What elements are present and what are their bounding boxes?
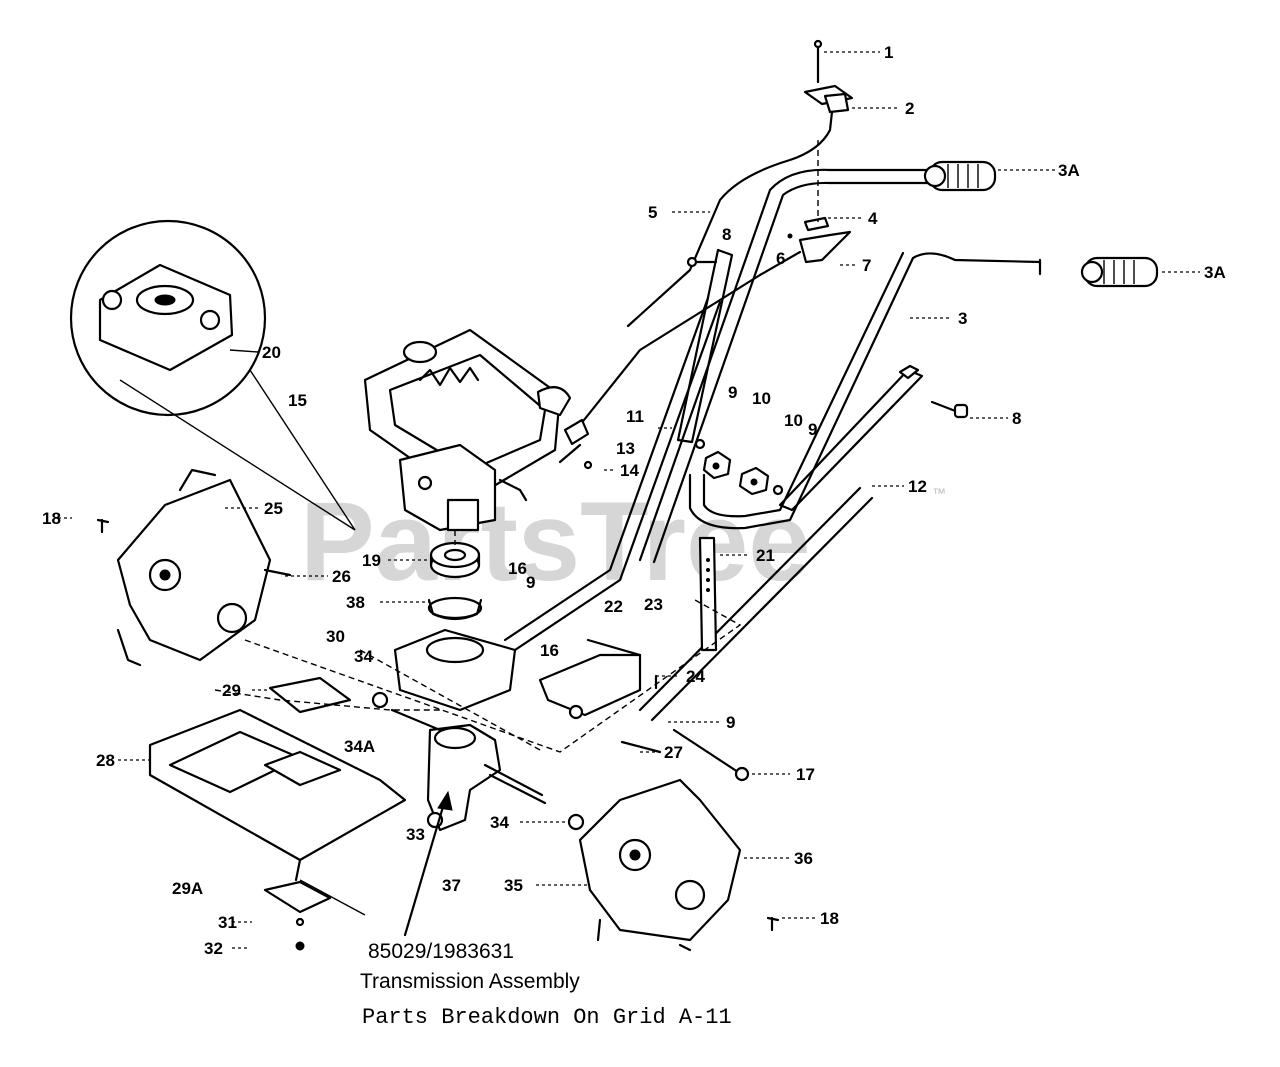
watermark-trademark: ™ (932, 485, 946, 501)
clamp-8 (686, 256, 718, 268)
engine (363, 328, 572, 532)
grip-3a-top (923, 160, 997, 192)
label-33: 33 (406, 825, 425, 844)
label-16-a: 16 (508, 559, 527, 578)
label-13: 13 (616, 439, 635, 458)
choke-parts-13-14 (558, 418, 593, 470)
clip-4-lever-7 (578, 140, 852, 427)
clutch-19 (429, 541, 481, 579)
label-3a-top: 3A (1058, 161, 1080, 180)
label-15: 15 (288, 391, 307, 410)
leader-lines (58, 51, 1200, 949)
label-9-c: 9 (526, 573, 535, 592)
label-18-right: 18 (820, 909, 839, 928)
label-7: 7 (862, 256, 871, 275)
label-11: 11 (626, 407, 644, 426)
label-26: 26 (332, 567, 351, 586)
label-9-a: 9 (728, 383, 737, 402)
parts-breakdown-note: Parts Breakdown On Grid A-11 (362, 1005, 732, 1030)
watermark: PartsTree (300, 479, 811, 604)
bolt-8-right (930, 400, 969, 419)
label-27: 27 (664, 743, 683, 762)
label-34-a: 34 (354, 647, 373, 666)
label-2: 2 (905, 99, 914, 118)
bracket-29a (263, 879, 366, 916)
label-25: 25 (264, 499, 283, 518)
label-9-b: 9 (808, 420, 817, 439)
label-34a: 34A (344, 737, 375, 756)
label-6: 6 (776, 249, 785, 268)
bolt-31-32 (295, 917, 305, 951)
label-12: 12 (908, 477, 927, 496)
label-24: 24 (686, 667, 705, 686)
label-36: 36 (794, 849, 813, 868)
label-20: 20 (262, 343, 281, 362)
label-34-b: 34 (490, 813, 509, 832)
bracket-2 (626, 84, 854, 328)
dashed-alignment (214, 530, 742, 753)
pin-18 (96, 518, 780, 932)
label-37: 37 (442, 876, 461, 895)
grip-3a-bottom (1080, 256, 1159, 288)
label-31: 31 (218, 913, 237, 932)
label-5: 5 (648, 203, 657, 222)
label-32: 32 (204, 939, 223, 958)
cup-38 (427, 596, 483, 621)
transmission-title: Transmission Assembly (360, 970, 580, 993)
tine-35-right (578, 778, 742, 952)
label-10-b: 10 (784, 411, 803, 430)
transmission-housing (390, 628, 547, 832)
knob-10-b (738, 466, 784, 496)
knob-10-a (694, 438, 732, 480)
label-3: 3 (958, 309, 967, 328)
label-21: 21 (756, 546, 775, 565)
label-16-b: 16 (540, 641, 559, 660)
label-10-a: 10 (752, 389, 771, 408)
transmission-part-number: 85029/1983631 (368, 940, 514, 963)
label-28: 28 (96, 751, 115, 770)
bolt-17-27 (620, 728, 750, 782)
label-3a-bottom: 3A (1204, 263, 1226, 282)
shield-28 (148, 708, 407, 882)
label-38: 38 (346, 593, 365, 612)
label-23: 23 (644, 595, 663, 614)
label-1: 1 (884, 43, 893, 62)
clutch-detail-circle-20 (69, 219, 356, 531)
depth-stake-21 (698, 536, 718, 652)
label-29: 29 (222, 681, 241, 700)
washer-34 (371, 691, 585, 831)
handle-brace-strips (676, 248, 924, 512)
label-35: 35 (504, 876, 523, 895)
tine-25-left (116, 468, 292, 667)
label-14: 14 (620, 461, 639, 480)
label-29a: 29A (172, 879, 203, 898)
label-17: 17 (796, 765, 815, 784)
label-4: 4 (868, 209, 878, 228)
transmission-arrow (403, 790, 453, 937)
label-8-left: 8 (722, 225, 731, 244)
label-30: 30 (326, 627, 345, 646)
callout-labels: 1 2 3A 3A 3 4 5 6 7 8 8 9 9 9 9 10 10 11… (42, 43, 1226, 958)
screw-1 (813, 39, 823, 84)
lower-handle-12 (638, 251, 1042, 722)
label-9-d: 9 (726, 713, 735, 732)
label-18-left: 18 (42, 509, 61, 528)
label-8-right: 8 (1012, 409, 1021, 428)
label-22: 22 (604, 597, 623, 616)
bracket-29 (263, 676, 352, 787)
label-19: 19 (362, 551, 381, 570)
hitch-bracket-23 (538, 638, 642, 720)
